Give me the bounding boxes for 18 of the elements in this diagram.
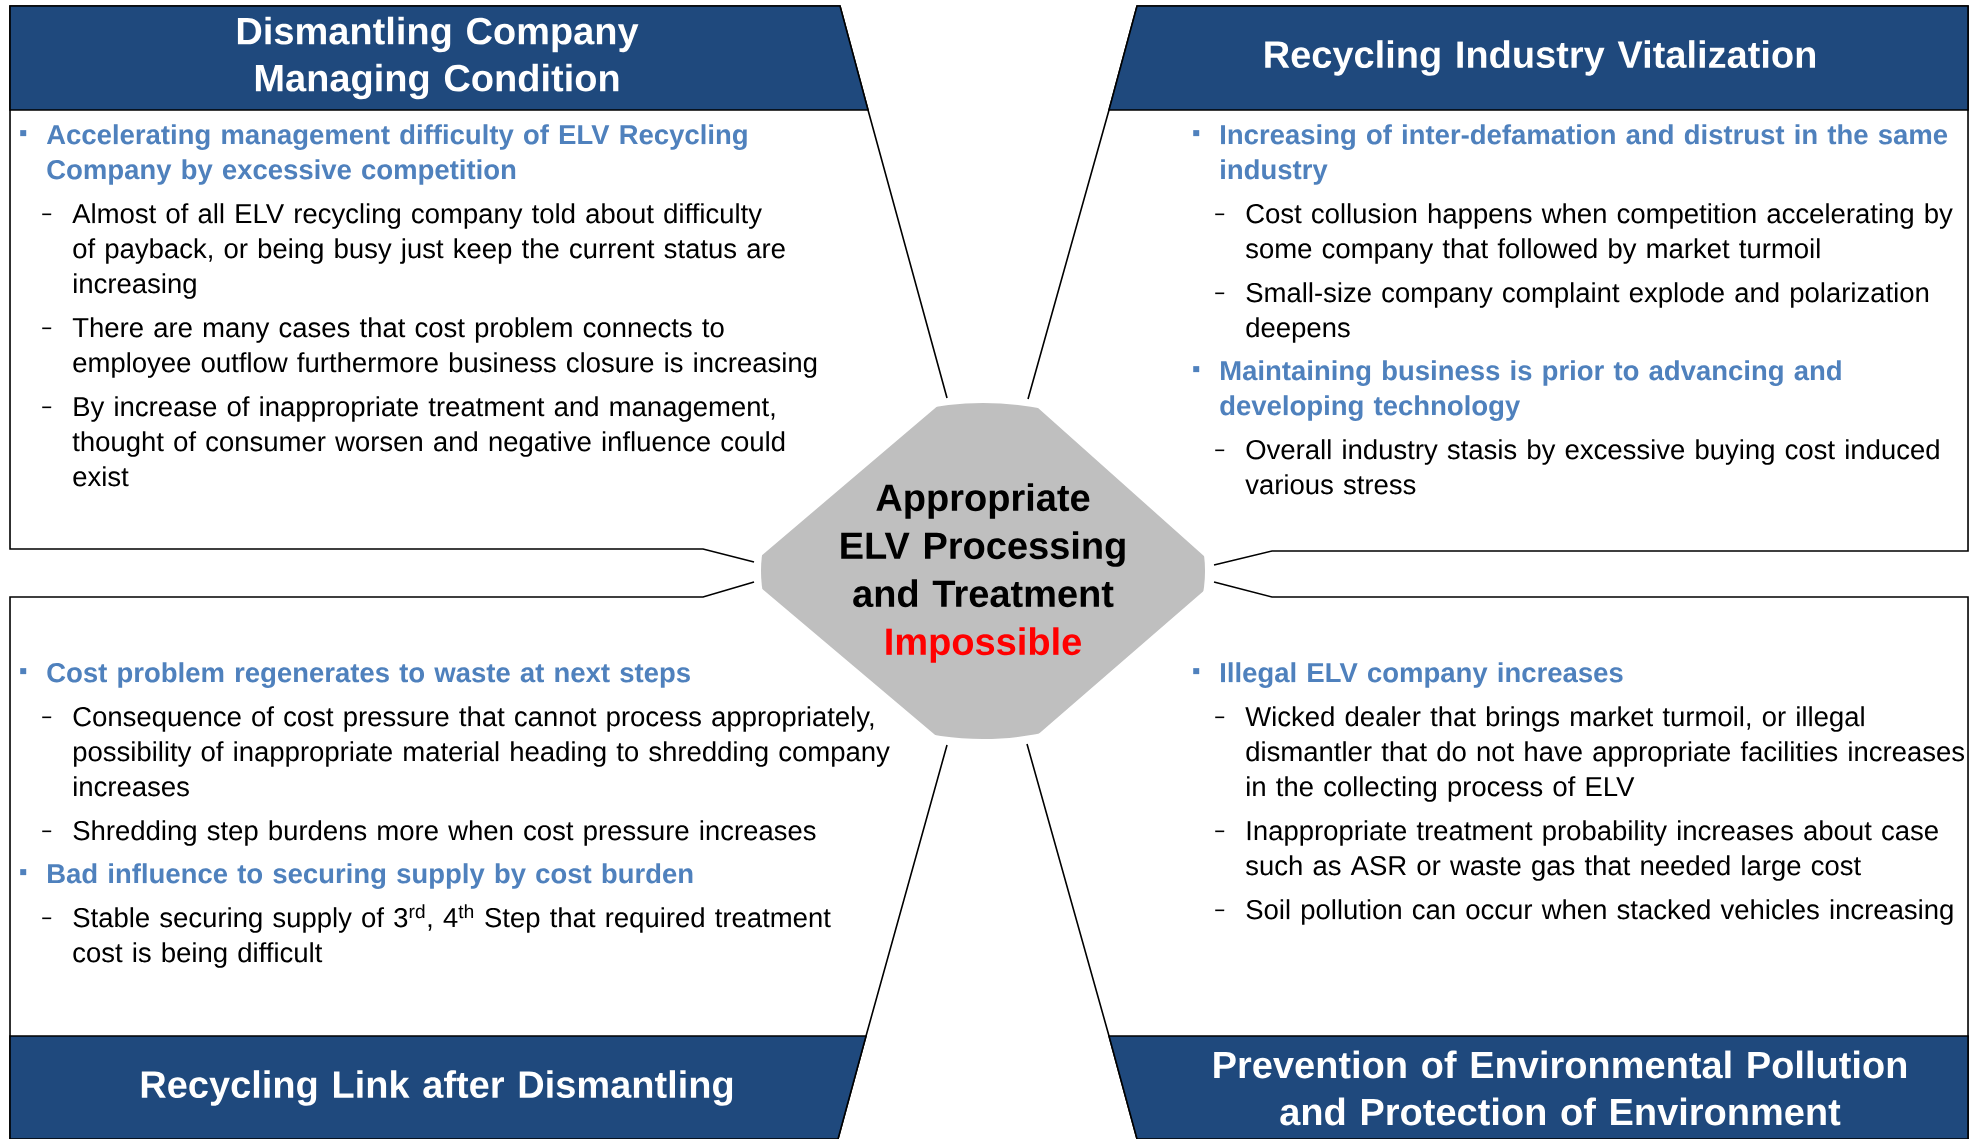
node-label: Stable securing supply of 3$^{rd}$, 4$^{th}$ Step that required treatment cost is being difficult [73, 904, 831, 968]
header-band: Recycling Link after Dismantling [9, 1035, 868, 1139]
node-label: Accelerating management difficulty of ELV Recycling Company by excessive competition [46, 124, 747, 185]
node-label: Cost collusion happens when competition accelerating by some company that followed by market turmoil [1245, 203, 1953, 264]
node-label: Small-size company complaint explode and polarization deepens [1246, 282, 1929, 343]
node-label: Maintaining business is prior to advancing and developing technology [1220, 360, 1841, 421]
node-label: Wicked dealer that brings market turmoil, or illegal dismantler that do not have appropriate facilities increases in the collecting process of ELV [1245, 706, 1965, 802]
node-label: Soil pollution can occur when stacked vehicles increasing [1246, 899, 1953, 925]
node-label: Increasing of inter-defamation and distrust in the same industry [1221, 124, 1948, 185]
node-label: Cost problem regenerates to waste at next steps [47, 662, 690, 688]
node-label: There are many cases that cost problem connects to employee outflow furthermore business closure is increasing [72, 317, 817, 378]
node-label: Inappropriate treatment probability increases about case such as ASR or waste gas that needed large cost [1245, 820, 1938, 881]
node-label: Overall industry stasis by excessive buying cost induced various stress [1245, 439, 1939, 495]
node-label: Shredding step burdens more when cost pressure increases [73, 820, 816, 846]
node-label: Illegal ELV company increases [1221, 662, 1623, 688]
node-label: Almost of all ELV recycling company told about difficulty of payback, or being busy just keep the current status are increasing [72, 203, 785, 299]
header-band: Dismantling Company Managing Condition [9, 5, 870, 111]
node-label: Bad influence to securing supply by cost burden [48, 863, 693, 889]
